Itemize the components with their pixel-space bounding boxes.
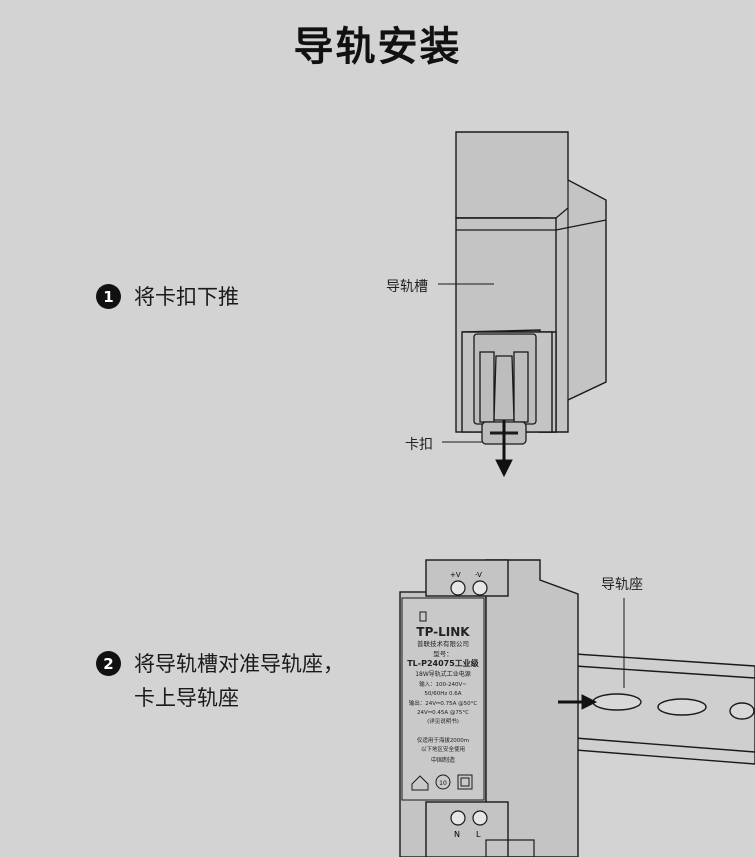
step-1: 1 将卡扣下推 [96, 280, 239, 314]
din-rail [574, 653, 755, 765]
terminal-label-n: N [454, 830, 460, 839]
page-title: 导轨安装 [293, 24, 462, 70]
spec-line-2: 50/60Hz 0.6A [424, 691, 461, 697]
origin-text: 中国制造 [431, 756, 455, 764]
callout-rail-seat: 导轨座 [601, 577, 643, 593]
step-2: 2 将导轨槽对准导轨座， 卡上导轨座 [96, 647, 344, 715]
note-line-1: 仅适用于海拔2000m [417, 736, 469, 744]
brand-logo-text: TP-LINK [416, 625, 470, 639]
terminal-label-plus-v: +V [450, 571, 461, 579]
right-arrow-icon [558, 694, 598, 710]
spec-line-5: (详见说明书) [427, 717, 459, 725]
double-insulation-icon [457, 774, 473, 790]
step-2-badge: 2 [96, 651, 121, 676]
model-label: 型号： [433, 649, 453, 658]
terminal-l [472, 810, 488, 826]
figure-clip-push [438, 131, 607, 478]
product-desc: 18W导轨式工业电源 [415, 670, 471, 678]
step-2-text-line-1: 将导轨槽对准导轨座， [134, 652, 344, 676]
spec-line-4: 24V⎓0.45A @75°C [417, 710, 469, 716]
svg-text:10: 10 [439, 780, 447, 787]
spec-line-3: 输出：24V⎓0.75A @50°C [409, 699, 478, 707]
rohs-10-icon [435, 774, 451, 790]
terminal-minus-v [472, 580, 488, 596]
step-1-text: 将卡扣下推 [134, 285, 239, 309]
spec-line-1: 输入：100-240V~ [419, 680, 467, 688]
indicator-window-icon [419, 611, 427, 622]
down-arrow-icon [495, 420, 513, 478]
note-line-2: 以下地区安全使用 [421, 745, 465, 753]
label-panel [401, 597, 485, 801]
model-number: TL-P24075工业级 [407, 658, 480, 668]
terminal-label-l: L [476, 830, 481, 839]
company-name: 普联技术有限公司 [417, 639, 469, 648]
clip-assembly [473, 333, 537, 445]
step-2-text-line-2: 卡上导轨座 [134, 686, 239, 710]
indoor-use-icon [411, 775, 429, 791]
callout-clip: 卡扣 [405, 437, 433, 453]
terminal-plus-v [450, 580, 466, 596]
terminal-n [450, 810, 466, 826]
callout-rail-groove: 导轨槽 [386, 279, 428, 295]
terminal-label-minus-v: -V [475, 571, 482, 579]
step-1-badge: 1 [96, 284, 121, 309]
figure-mount-rail: +V -V N L TP-LINK 普联技术有限公司 型号： TL-P24075… [399, 559, 755, 857]
